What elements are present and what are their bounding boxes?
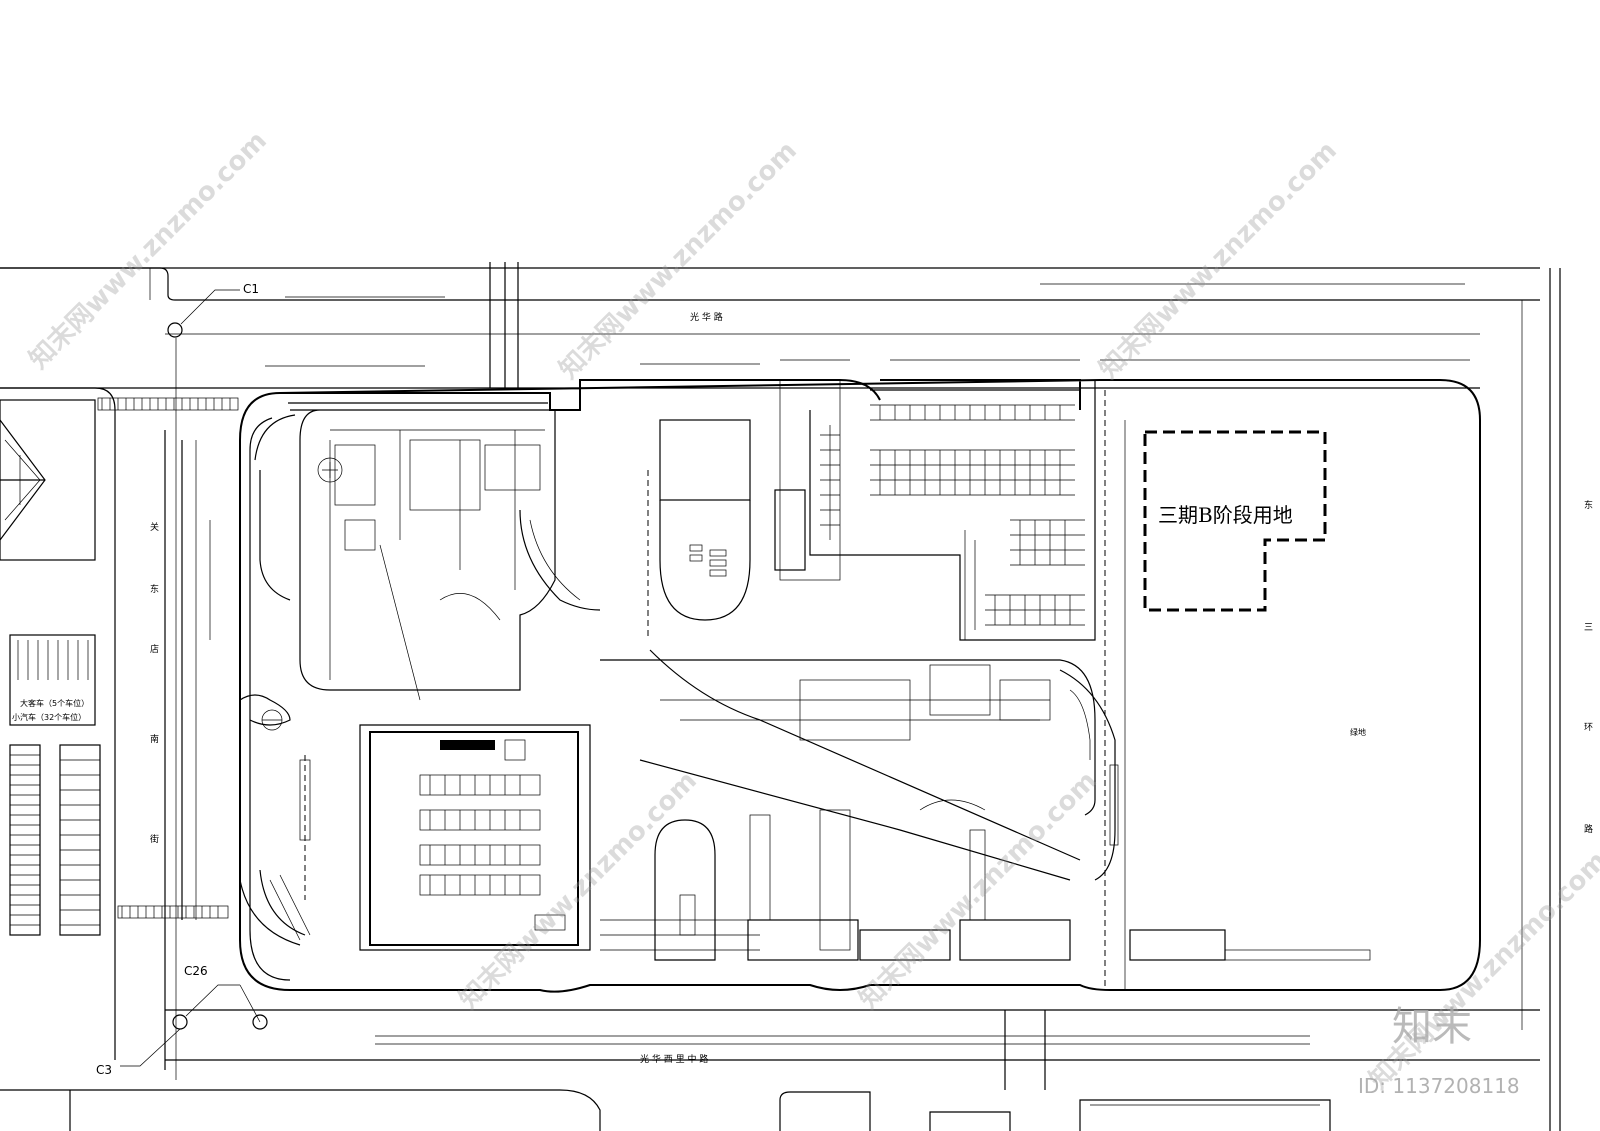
west-road-char-4: 南 [150,733,159,745]
west-star-building [0,419,46,541]
bus-parking-label: 大客车（5个车位） [20,698,89,708]
watermark-text-2: 知末网www.znzmo.com [554,136,803,385]
northwest-building [254,409,601,701]
west-entrance [239,694,311,900]
north-road-label: 光 华 路 [690,311,723,323]
west-road-char-1: 关 [150,521,159,533]
watermark-text-1: 知末网www.znzmo.com [24,126,273,375]
south-road: 光 华 西 里 中 路 [165,1009,1540,1090]
watermark-logo: 知末 [1392,1004,1472,1050]
south-road-label: 光 华 西 里 中 路 [640,1053,708,1065]
west-road-char-3: 店 [150,643,159,655]
bus-parking-area [9,634,96,726]
parking-lot [809,380,1096,641]
grid-label-c26: C26 [184,964,208,978]
north-road: 光 华 路 [0,262,1540,389]
west-area: 大客车（5个车位） 小汽车（32个车位） [0,387,116,1060]
phase-b-label: 三期B阶段用地 [1158,503,1293,527]
grid-markers: C1 C26 C3 [96,282,268,1080]
crosswalk-north [97,397,239,411]
crosswalk-south [117,905,229,919]
phase-b-land: 三期B阶段用地 绿地 [1104,390,1366,990]
watermark-text-5: 知末网www.znzmo.com [854,766,1103,1015]
greenland-label: 绿地 [1350,727,1366,737]
watermark-text-3: 知末网www.znzmo.com [1094,136,1343,385]
site-boundary [239,379,1481,993]
grid-label-c3: C3 [96,1063,112,1077]
grid-marker-c1 [167,322,183,338]
west-road-char-2: 东 [150,583,159,595]
east-road: 东 三 环 路 [1521,268,1593,1131]
east-road-char-4: 路 [1584,823,1593,835]
watermark-text-6: 知末网www.znzmo.com [1364,846,1600,1095]
west-road-char-5: 街 [150,833,159,845]
parking-rows [820,404,1085,626]
south-buildings [0,1089,1331,1131]
east-road-char-3: 环 [1584,722,1593,733]
grid-marker-c26 [172,1014,188,1030]
central-complex [600,649,1119,881]
grid-label-c1: C1 [243,282,259,296]
watermark-layer: 知末网www.znzmo.com 知末网www.znzmo.com 知末网www… [24,126,1600,1098]
south-dropoff [600,809,1371,961]
east-road-char-1: 东 [1584,499,1593,511]
west-road: 关 东 店 南 街 [97,397,239,1070]
southwest-building [239,724,591,951]
watermark-id: ID: 1137208118 [1358,1074,1520,1098]
car-parking-label: 小汽车（32个车位） [12,712,86,722]
sports-field [647,379,841,640]
east-road-char-2: 三 [1584,623,1593,633]
